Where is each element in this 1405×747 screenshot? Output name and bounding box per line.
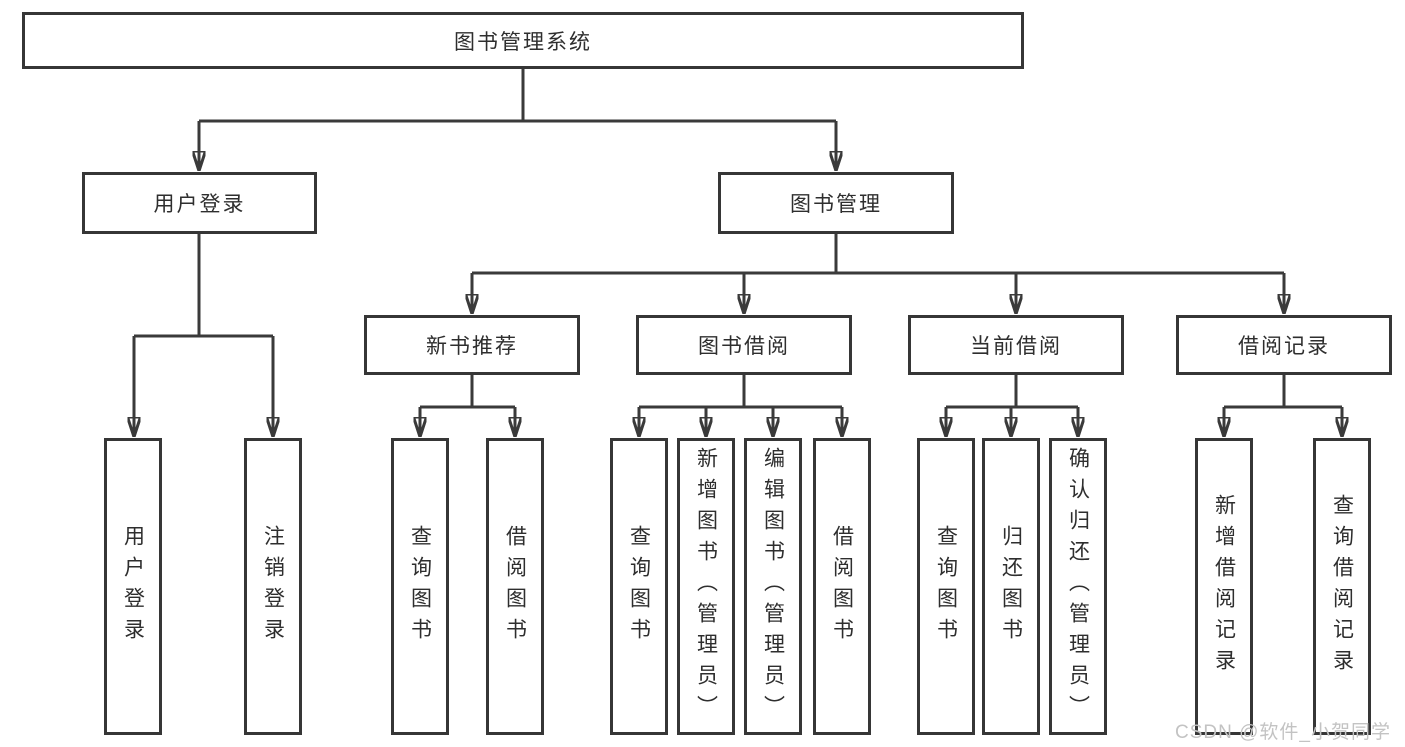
node-new-book-recommend-label: 新书推荐 [426, 335, 518, 358]
node-book-borrow-label: 图书借阅 [698, 335, 790, 358]
leaf-query-books-borrow-label: 查询图书 [627, 524, 651, 649]
connector-records-children [1224, 375, 1342, 436]
connector-currentborrow-children [946, 375, 1078, 436]
leaf-add-borrow-record-label: 新增借阅记录 [1212, 493, 1236, 680]
csdn-watermark: CSDN @软件_小贺同学 [1175, 722, 1391, 743]
leaf-user-login: 用户登录 [104, 438, 162, 735]
connector-userlogin-children [134, 234, 273, 436]
leaf-return-book: 归还图书 [982, 438, 1040, 735]
leaf-confirm-return-admin-label: 确认归还（管理员） [1066, 447, 1090, 726]
leaf-query-books-current: 查询图书 [917, 438, 975, 735]
node-book-borrow: 图书借阅 [636, 315, 852, 375]
leaf-add-book-admin: 新增图书（管理员） [677, 438, 735, 735]
node-user-login-label: 用户登录 [153, 193, 246, 216]
leaf-confirm-return-admin: 确认归还（管理员） [1049, 438, 1107, 735]
node-current-borrow-label: 当前借阅 [970, 335, 1062, 358]
leaf-logout: 注销登录 [244, 438, 302, 735]
leaf-edit-book-admin: 编辑图书（管理员） [744, 438, 802, 735]
node-current-borrow: 当前借阅 [908, 315, 1124, 375]
node-user-login: 用户登录 [82, 172, 317, 234]
node-borrow-records-label: 借阅记录 [1238, 335, 1330, 358]
leaf-query-borrow-record-label: 查询借阅记录 [1330, 493, 1354, 680]
connector-root-to-level2 [199, 69, 836, 170]
leaf-edit-book-admin-label: 编辑图书（管理员） [761, 447, 785, 726]
leaf-query-books-recommend-label: 查询图书 [408, 524, 432, 649]
node-root-system: 图书管理系统 [22, 12, 1024, 69]
connector-bookborrow-children [639, 375, 842, 436]
leaf-borrow-books-recommend-label: 借阅图书 [503, 524, 527, 649]
leaf-query-books-borrow: 查询图书 [610, 438, 668, 735]
leaf-add-borrow-record: 新增借阅记录 [1195, 438, 1253, 735]
node-borrow-records: 借阅记录 [1176, 315, 1392, 375]
leaf-query-books-current-label: 查询图书 [934, 524, 958, 649]
leaf-return-book-label: 归还图书 [999, 524, 1023, 649]
node-new-book-recommend: 新书推荐 [364, 315, 580, 375]
node-book-management-label: 图书管理 [790, 193, 882, 216]
leaf-borrow-books-recommend: 借阅图书 [486, 438, 544, 735]
leaf-borrow-books: 借阅图书 [813, 438, 871, 735]
leaf-query-books-recommend: 查询图书 [391, 438, 449, 735]
leaf-add-book-admin-label: 新增图书（管理员） [694, 447, 718, 726]
node-root-label: 图书管理系统 [454, 30, 592, 54]
leaf-logout-label: 注销登录 [261, 524, 285, 649]
node-book-management: 图书管理 [718, 172, 954, 234]
leaf-borrow-books-label: 借阅图书 [830, 524, 854, 649]
leaf-user-login-label: 用户登录 [121, 524, 145, 649]
leaf-query-borrow-record: 查询借阅记录 [1313, 438, 1371, 735]
connector-newbook-children [420, 375, 515, 436]
connector-bookmgmt-to-level3 [472, 234, 1284, 313]
